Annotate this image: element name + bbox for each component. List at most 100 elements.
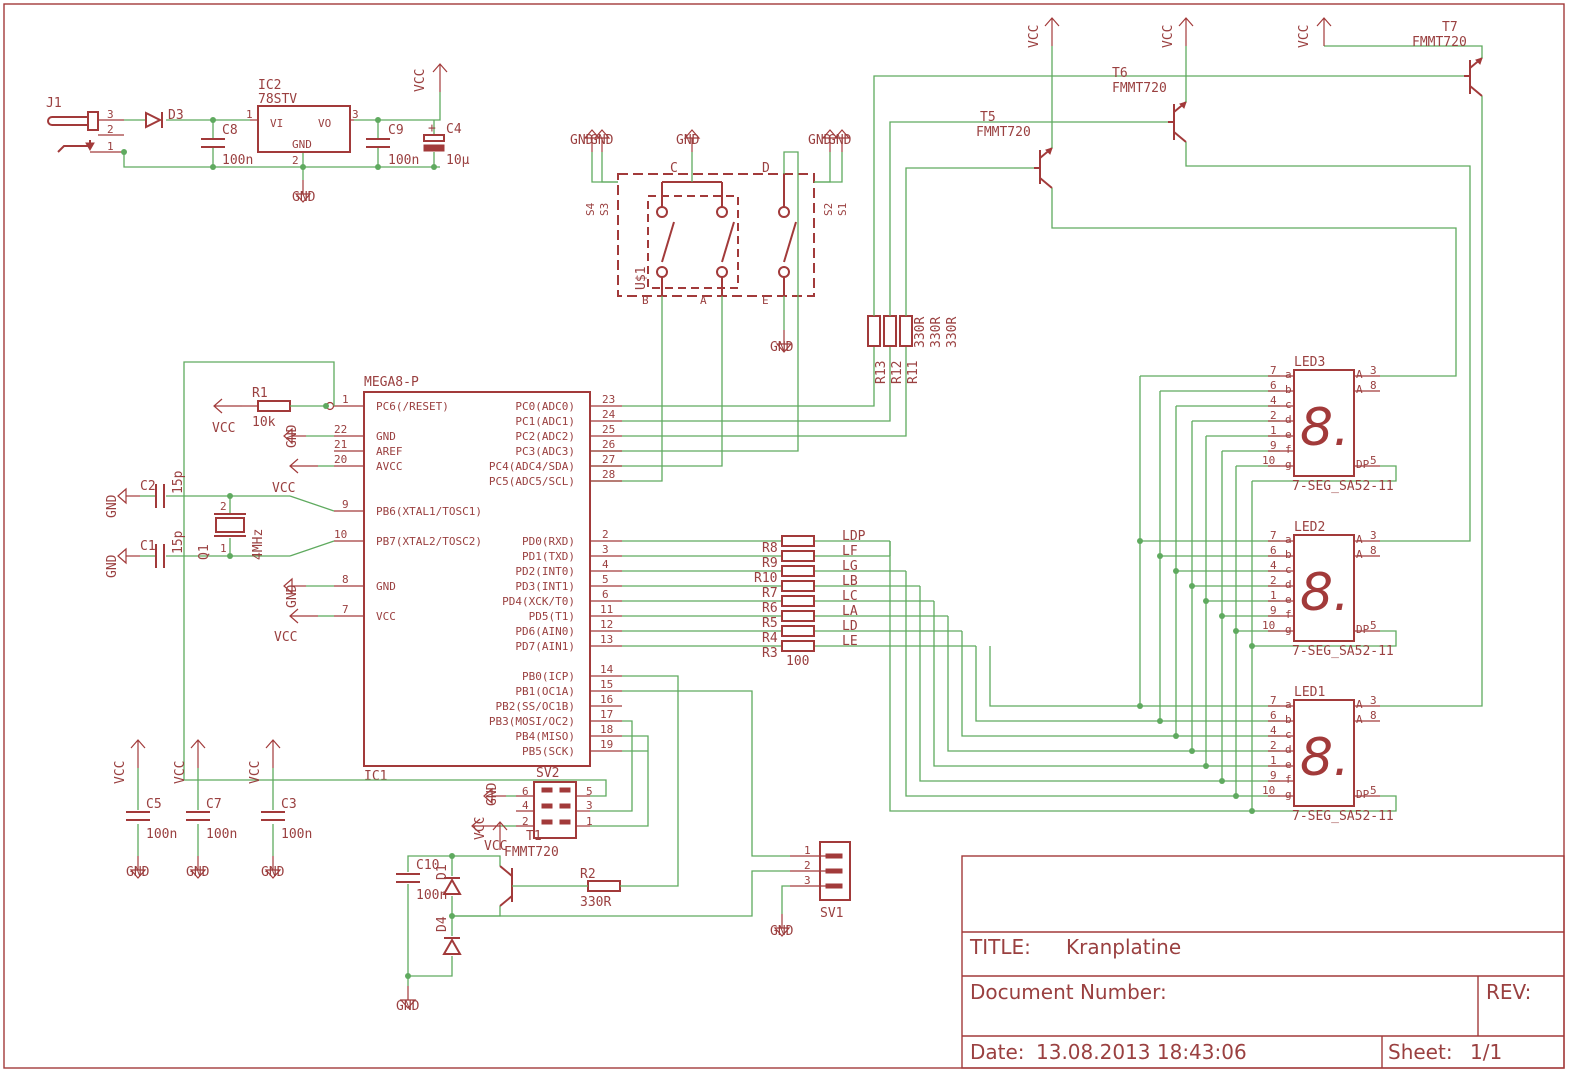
led1-name: LED1 [1294,685,1325,700]
led2-glyph: 8. [1300,563,1350,623]
r6-label: R6 [762,601,778,616]
title-block: TITLE: Kranplatine Document Number: REV:… [969,935,1531,1064]
led3-a2: A [1356,383,1363,396]
vcc-c7-label: VCC [173,761,188,784]
t1-label: T1 [526,829,542,844]
led2-name: LED2 [1294,520,1325,535]
mcu-pc5-num: 28 [602,468,615,481]
decoupling-caps: VCC GND C5 100n VCC GND C7 100n VCC GND … [113,739,312,880]
q1-value: 4MHz [251,529,266,560]
vcc-pin7-label: VCC [274,630,297,645]
mcu-pb4-name: PB4(MISO) [515,730,575,743]
j1-pin-3: 3 [107,108,114,121]
r8-label: R8 [762,541,778,556]
led1-seg-d: d [1285,743,1292,756]
c5-label: C5 [146,797,162,812]
t6-label: T6 [1112,66,1128,81]
led1-pin-2: 2 [1270,739,1277,752]
mcu-pb1-name: PB1(OC1A) [515,685,575,698]
led3-seg-f: f [1285,443,1292,456]
power-supply: J1 3 2 1 D3 C8 100n IC2 [46,63,470,205]
gnd-c5-label: GND [126,865,150,880]
rev-label: REV: [1486,980,1531,1004]
mcu-pd4-num: 6 [602,588,609,601]
switch-label-s2: S2 [822,203,835,216]
led1-seg-g: g [1285,788,1292,801]
net-ldp: LDP [842,529,866,544]
led3-a1-num: 3 [1370,364,1377,377]
led3-pin-10: 10 [1262,454,1275,467]
led2-pin-10: 10 [1262,619,1275,632]
document-number-label: Document Number: [970,980,1167,1004]
mcu-pc5-name: PC5(ADC5/SCL) [489,475,575,488]
c10-value: 100n [416,888,447,903]
led2-a1: A [1356,533,1363,546]
led2-pin-9: 9 [1270,604,1277,617]
c10-label: C10 [416,858,439,873]
gnd-c2-label: GND [105,494,120,518]
t7-model: FMMT720 [1412,35,1467,50]
t7-label: T7 [1442,20,1458,35]
mcu-pd7-num: 13 [600,633,613,646]
vcc-t7-label: VCC [1297,25,1312,48]
mcu-pb2-name: PB2(SS/OC1B) [496,700,575,713]
mcu-pd0-name: PD0(RXD) [522,535,575,548]
mcu-pb0-num: 14 [600,663,614,676]
led2-display: 8. LED2 7-SEG_SA52-11 7 6 4 2 1 9 10 a b… [1262,520,1394,659]
led1-glyph: 8. [1300,728,1350,788]
led2-seg-d: d [1285,578,1292,591]
t5-model: FMMT720 [976,125,1031,140]
mcu-lpin-7-name: VCC [376,610,396,623]
mcu-pb0-name: PB0(ICP) [522,670,575,683]
mcu-pd1-num: 3 [602,543,609,556]
led1-a1-num: 3 [1370,694,1377,707]
mcu-name: MEGA8-P [364,375,419,390]
mcu-lpin-9-name: PB6(XTAL1/TOSC1) [376,505,482,518]
mcu-lpin-22-num: 22 [334,423,347,436]
sw-gnd-right-1: GND [808,133,832,148]
led1-display: 8. LED1 7-SEG_SA52-11 7 6 4 2 1 9 10 a b… [1262,685,1394,824]
c2-label: C2 [140,479,156,494]
mcu-lpin-9-num: 9 [342,498,349,511]
led1-seg-a: a [1285,698,1292,711]
mcu-pb5-name: PB5(SCK) [522,745,575,758]
vcc-c3-label: VCC [248,761,263,784]
r5-label: R5 [762,616,778,631]
sw-gnd-bottom: GND [770,340,794,355]
led3-seg-e: e [1285,428,1292,441]
led3-seg-a: a [1285,368,1292,381]
led1-pin-9: 9 [1270,769,1277,782]
c4-plus: + [428,121,436,136]
net-lf: LF [842,544,858,559]
led1-seg-b: b [1285,713,1292,726]
sheet-label: Sheet: [1388,1040,1453,1064]
led1-pin-7: 7 [1270,694,1277,707]
reset-circuit: VCC R1 10k GND GND VCC VCC [183,361,607,797]
mcu-pc0-name: PC0(ADC0) [515,400,575,413]
c3-label: C3 [281,797,297,812]
t1-model: FMMT720 [504,845,559,860]
net-le: LE [842,634,858,649]
c9-label: C9 [388,123,404,138]
led1-model: 7-SEG_SA52-11 [1292,809,1394,824]
q1-label: Q1 [197,544,212,560]
title-value: Kranplatine [1066,935,1181,959]
sv2-pin-1: 1 [586,815,593,828]
led2-pin-2: 2 [1270,574,1277,587]
vcc-ps-label: VCC [413,69,428,92]
ic2-label: IC2 [258,78,281,93]
sv1-name: SV1 [820,906,843,921]
led2-seg-b: b [1285,548,1292,561]
segment-resistor-value: 100 [786,654,809,669]
mcu-pc3-num: 26 [602,438,615,451]
mcu-lpin-8-name: GND [376,580,396,593]
r9-label: R9 [762,556,778,571]
mcu-ic1: MEGA8-P IC1 1 PC6(/RESET) 22 GND 21 AREF… [325,375,622,784]
mcu-lpin-20-num: 20 [334,453,347,466]
mcu-pb2-num: 16 [600,693,613,706]
led3-dp: DP [1356,458,1370,471]
c8-label: C8 [222,123,238,138]
led1-seg-f: f [1285,773,1292,786]
led3-model: 7-SEG_SA52-11 [1292,479,1394,494]
mcu-pd5-name: PD5(T1) [529,610,575,623]
